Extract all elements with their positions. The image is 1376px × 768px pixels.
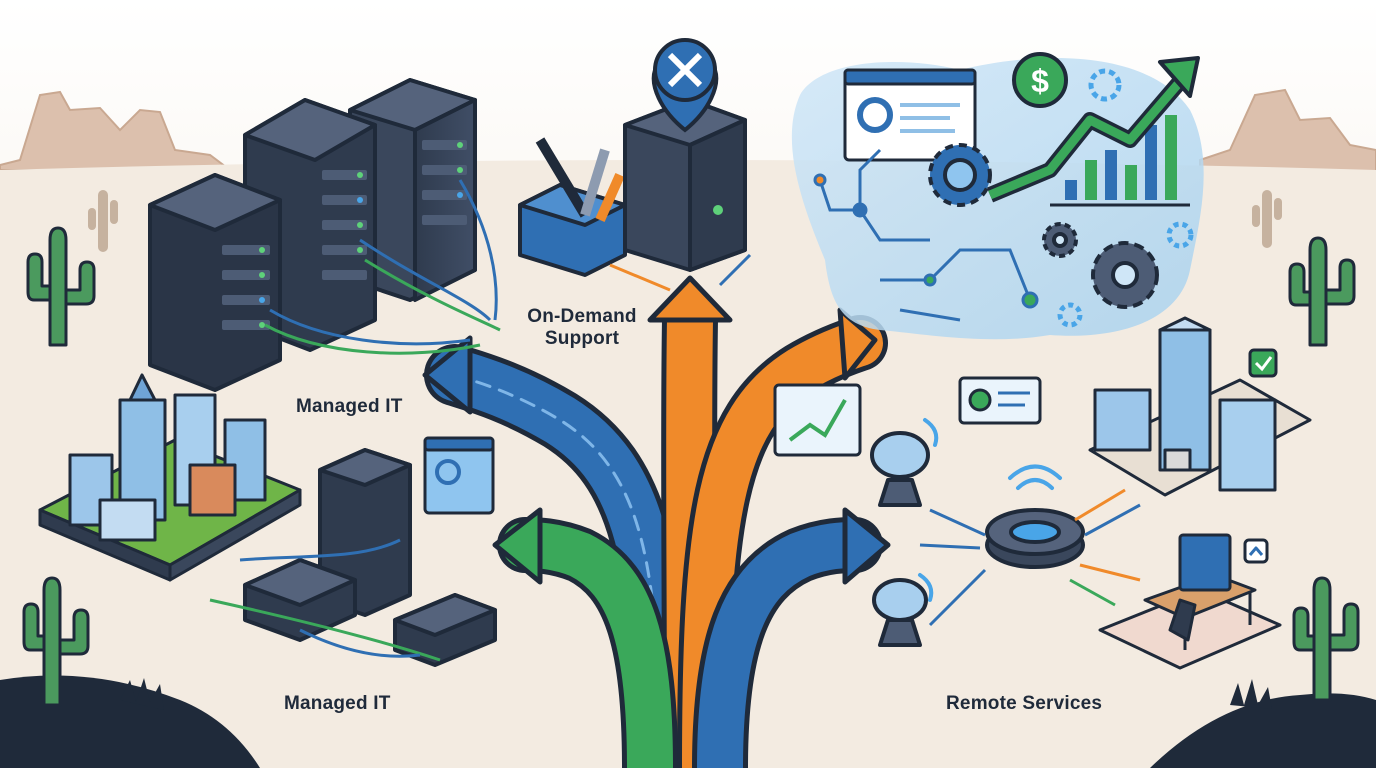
label-on-demand-line1: On-Demand xyxy=(527,306,637,327)
connection-arrows xyxy=(919,488,1141,627)
router-hub-icon xyxy=(985,508,1085,569)
circuit-lines xyxy=(813,148,1039,322)
check-badge-icon xyxy=(1248,348,1278,378)
label-remote-services: Remote Services xyxy=(946,693,1103,714)
label-managed-it-lower: Managed IT xyxy=(284,693,391,714)
dollar-icon: $ xyxy=(1012,52,1068,108)
wrench-icon xyxy=(651,38,719,133)
office-buildings xyxy=(1088,316,1312,497)
arrow-head-remote-upper xyxy=(837,307,878,381)
cactus-icon xyxy=(1288,236,1356,347)
server-tower-icon xyxy=(623,98,747,272)
gear-icon xyxy=(1057,68,1194,328)
trend-arrow-icon xyxy=(986,56,1200,203)
network-cables xyxy=(209,538,441,662)
satellite-dish-icon xyxy=(870,431,930,647)
city-buildings xyxy=(38,373,302,582)
label-managed-it-upper: Managed IT xyxy=(296,396,403,417)
label-on-demand-line2: Support xyxy=(544,328,620,349)
arrow-head-on-demand xyxy=(647,275,733,323)
server-led-lights xyxy=(222,140,467,330)
server-racks-cluster xyxy=(148,78,477,392)
desk-workstation-icon xyxy=(1098,533,1282,670)
gear-icon xyxy=(928,143,1159,309)
cactus-icon xyxy=(1292,576,1360,702)
cactus-icon xyxy=(22,576,90,707)
bar-chart-icon xyxy=(1050,115,1190,207)
browser-window-icon xyxy=(843,68,977,162)
cactus-icon xyxy=(26,226,96,347)
currency-symbol: $ xyxy=(1031,63,1049,99)
arrow-head-managed-it-lower xyxy=(492,507,543,585)
server-rack-icon xyxy=(243,448,497,667)
foreground-hills xyxy=(0,675,1376,768)
connector-lines xyxy=(609,253,752,292)
analytics-monitor-icon xyxy=(773,376,1042,457)
wifi-icon xyxy=(918,418,1062,602)
arrow-head-remote-services xyxy=(842,507,891,585)
label-on-demand-support: On-Demand Support xyxy=(522,306,642,350)
cactus-icon xyxy=(88,190,1282,252)
dashboard-monitor-icon xyxy=(423,436,495,515)
branching-paths xyxy=(422,275,891,768)
network-cables xyxy=(264,179,501,355)
arrow-head-managed-it-upper xyxy=(422,335,473,415)
